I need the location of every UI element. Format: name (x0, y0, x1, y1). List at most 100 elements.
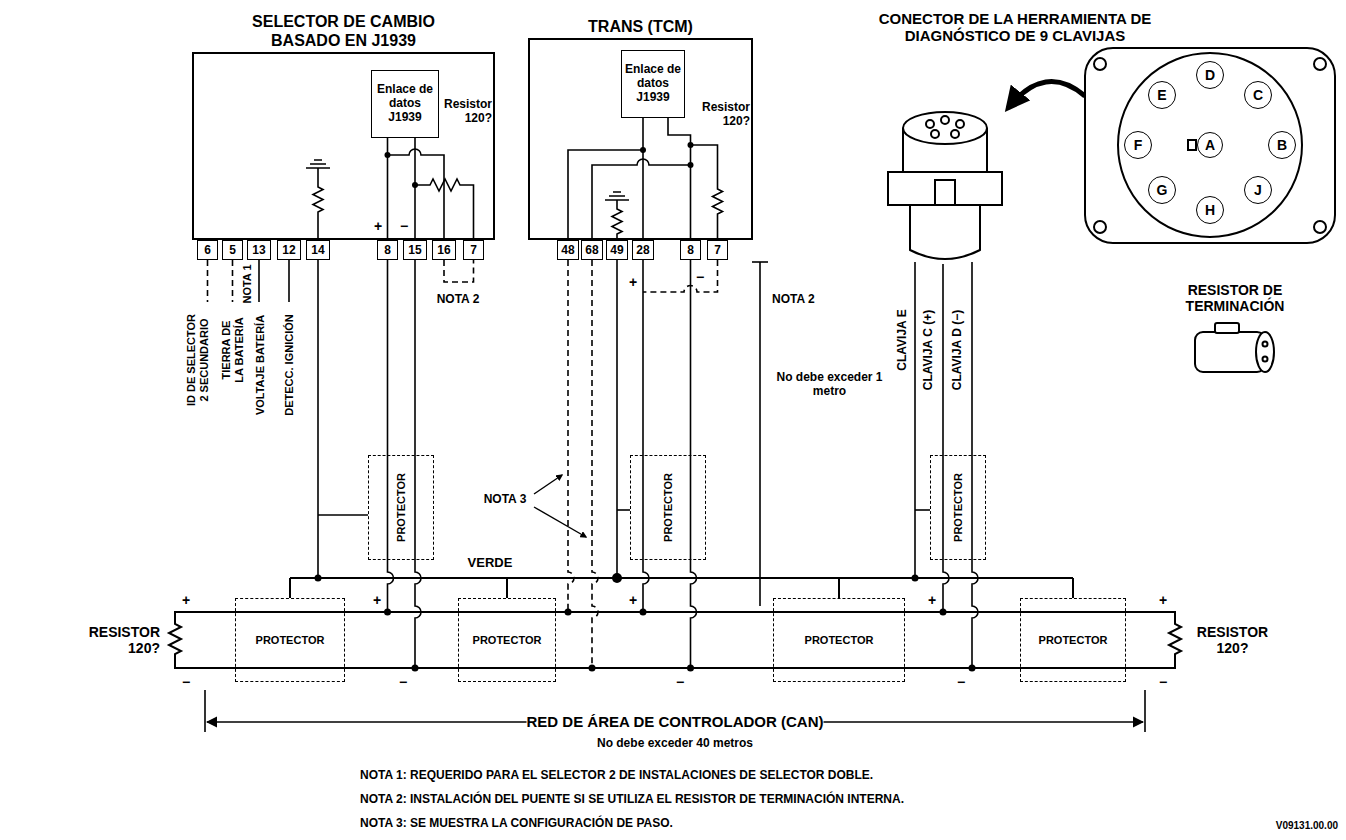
device-title: TRANS (TCM) (556, 18, 726, 36)
pointer-arrow (1008, 82, 1085, 108)
dimension: No debe exceder 40 metros (597, 737, 753, 751)
pin-circle: D (1196, 61, 1224, 89)
leader-arrow (534, 475, 586, 537)
diagnostic-connector (956, 120, 964, 128)
note-ref: NOTA 3 (484, 493, 527, 507)
signal-wire (317, 260, 319, 578)
selector-internal (313, 168, 323, 240)
polarity: − (1159, 674, 1167, 690)
network-name: RED DE ÁREA DE CONTROLADOR (CAN) (527, 713, 824, 730)
connector-face (1118, 53, 1302, 237)
polarity: + (373, 592, 381, 608)
junction-dot (565, 609, 572, 616)
node-text: PROTECTOR (1038, 635, 1109, 646)
node-text: D (1205, 68, 1215, 82)
signal-wire (207, 260, 209, 302)
node-text: G (1157, 183, 1168, 197)
signal-wire (208, 260, 979, 668)
dimension-line (1144, 690, 1146, 732)
node-text: 12 (282, 244, 295, 256)
diagnostic-connector (888, 172, 1002, 205)
tcm-internal (568, 150, 643, 240)
terminating-resistor (1256, 332, 1274, 372)
can-bus (290, 578, 1073, 598)
junction-dot (612, 573, 622, 583)
polarity: − (400, 218, 408, 234)
signal-wire (288, 260, 290, 302)
polarity: − (676, 674, 684, 690)
polarity: + (629, 592, 637, 608)
diagnostic-connector (935, 180, 955, 205)
polarity: + (928, 592, 936, 608)
pin-box: 8 (377, 240, 398, 260)
connector-face (1094, 221, 1106, 233)
pin-label: ID DE SELECTOR 2 SECUNDARIO (185, 313, 210, 408)
connector-face (1085, 48, 1335, 243)
junction-dot (640, 609, 647, 616)
node-text: 49 (610, 244, 623, 256)
resistor-label: Resistor 120? (698, 100, 750, 129)
junction-dot (385, 152, 391, 158)
protector-box: PROTECTOR (773, 598, 905, 682)
signal-wire (915, 509, 930, 511)
pin-label: VOLTAJE BATERÍA (254, 315, 267, 415)
device-box: TRANS (TCM)Resistor 120?Enlace de datos … (528, 38, 753, 240)
selector-internal (306, 136, 474, 240)
polarity: + (1159, 592, 1167, 608)
node-text: PROTECTOR (662, 472, 673, 543)
selector-internal (306, 160, 330, 168)
pin-box: 28 (632, 240, 654, 260)
node-text: 7 (470, 244, 477, 256)
node-text: PROTECTOR (396, 472, 407, 543)
tcm-internal (592, 159, 691, 240)
device-box: SELECTOR DE CAMBIO BASADO EN J1939Resist… (192, 52, 495, 240)
pin-label: TIERRA DE LA BATERÍA (220, 313, 245, 388)
node-text: 5 (229, 244, 236, 256)
signal-wire (568, 260, 574, 612)
node-text: 14 (311, 244, 324, 256)
pin-box: 5 (222, 240, 243, 260)
protector-box: PROTECTOR (235, 598, 345, 682)
signal-wire (617, 509, 630, 511)
junction-dot (589, 665, 596, 672)
selector-internal (388, 149, 445, 240)
note-ref: NOTA 2 (772, 293, 815, 307)
protector-box: PROTECTOR (930, 455, 986, 560)
selector-internal (415, 179, 474, 240)
node-text: 15 (408, 244, 421, 256)
node-text: A (1205, 138, 1215, 152)
node-text: E (1157, 88, 1166, 102)
pin-box: 49 (606, 240, 628, 260)
diagnostic-connector (926, 120, 934, 128)
connector-face (1314, 221, 1326, 233)
terminating-resistor (1215, 323, 1239, 333)
dimension-line (759, 262, 761, 606)
pin-circle: C (1244, 81, 1272, 109)
node-text: 7 (714, 244, 721, 256)
terminating-resistor (1263, 342, 1268, 347)
pin-box: 7 (707, 240, 728, 260)
pin-circle: F (1124, 131, 1152, 159)
connector-face (1094, 58, 1106, 70)
pin-box: 14 (306, 240, 330, 260)
connector-face (1314, 58, 1326, 70)
polarity: − (957, 674, 965, 690)
node-text: 16 (437, 244, 450, 256)
junction-dot (688, 142, 694, 148)
tcm-internal (691, 145, 723, 240)
node-text: J (1254, 183, 1262, 197)
junction-dot (315, 573, 976, 672)
signal-wire (232, 260, 234, 302)
note: NOTA 3: SE MUESTRA LA CONFIGURACIÓN DE P… (360, 817, 673, 831)
resistor-label: Resistor 120? (442, 97, 492, 126)
node-text: 28 (636, 244, 649, 256)
polarity: + (629, 274, 637, 290)
datalink-box: Enlace de datos J1939 (371, 70, 439, 138)
node-text: PROTECTOR (255, 635, 326, 646)
node-text: 68 (585, 244, 598, 256)
can-bus (290, 577, 1073, 579)
signal-wire (258, 260, 260, 302)
terminating-resistor (1263, 357, 1268, 362)
diagnostic-connector (941, 116, 949, 124)
signal-wire (388, 455, 394, 612)
